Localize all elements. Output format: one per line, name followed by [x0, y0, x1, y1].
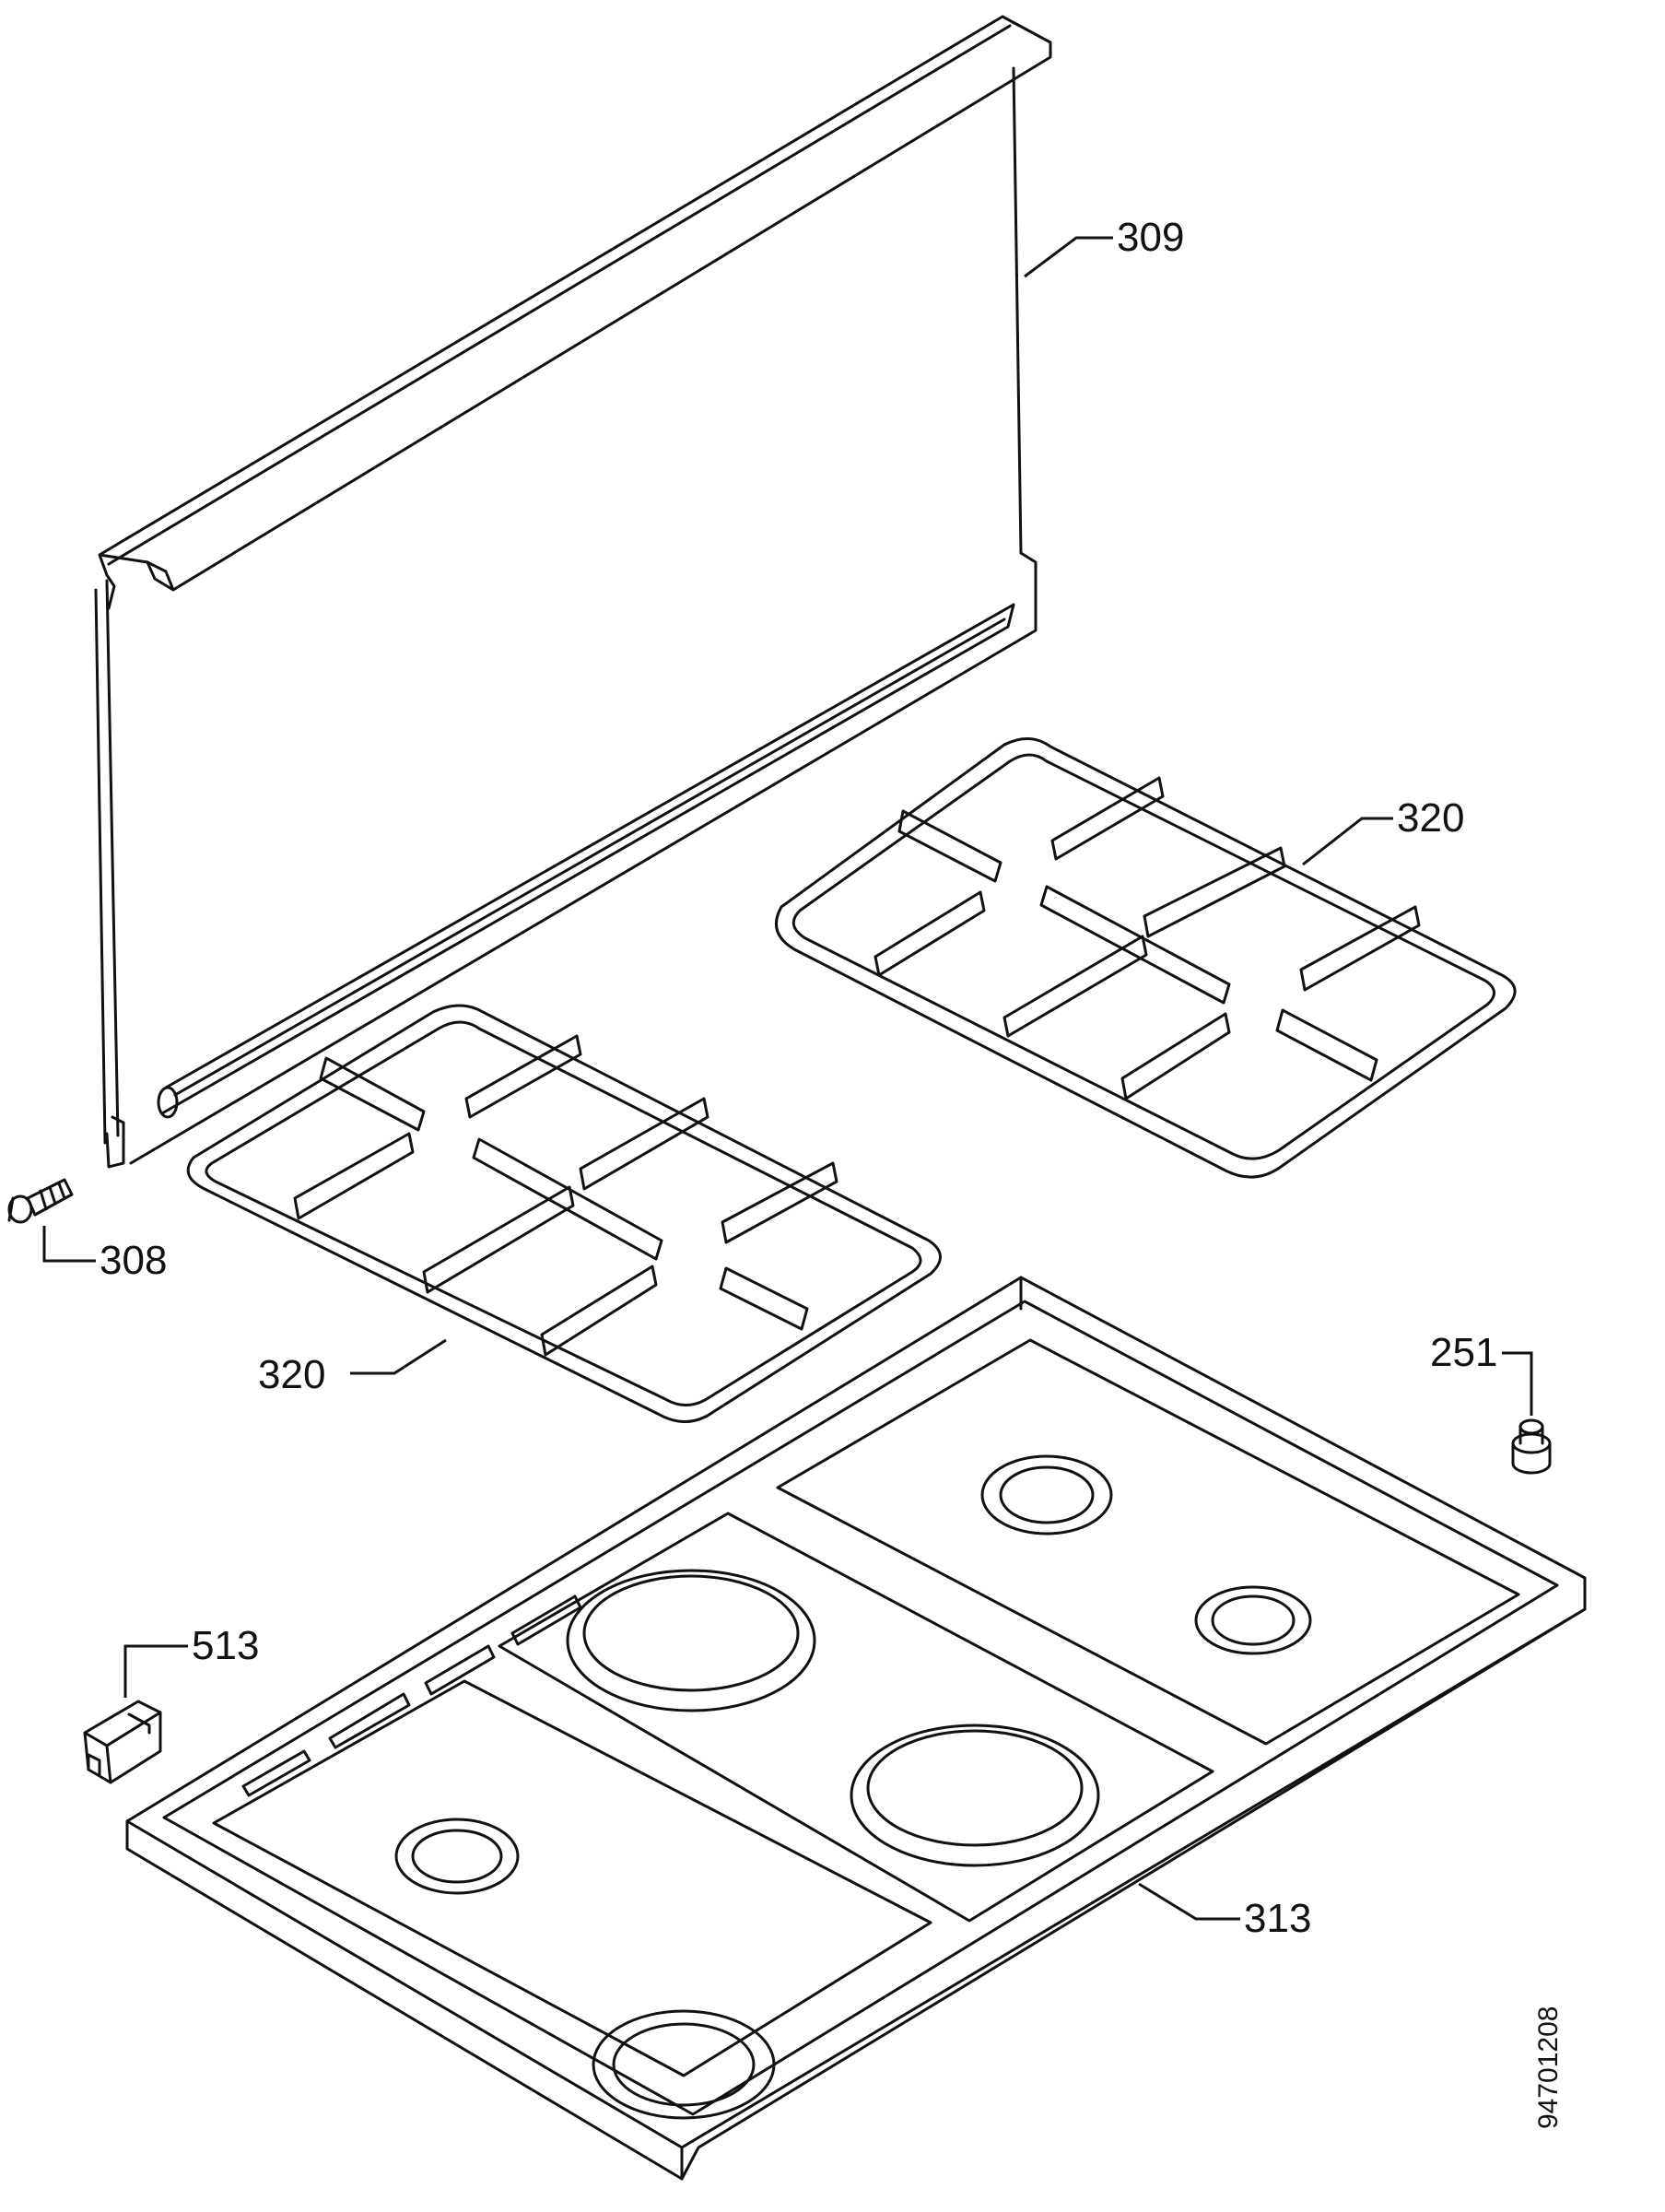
- clip-513: [83, 1700, 162, 1784]
- pan-support-left-320: [186, 1004, 942, 1423]
- callout-513: 513: [123, 1623, 259, 1698]
- foot-251: [1511, 1418, 1552, 1475]
- callout-309: 309: [1024, 215, 1184, 278]
- callout-320-left-label: 320: [258, 1352, 325, 1397]
- callout-308-label: 308: [100, 1238, 167, 1283]
- callout-513-label: 513: [192, 1623, 259, 1668]
- callout-309-label: 309: [1117, 215, 1184, 260]
- callout-320-right-label: 320: [1397, 795, 1464, 841]
- callout-251: 251: [1430, 1330, 1533, 1416]
- screw-308: [7, 1178, 74, 1224]
- back-panel-309: [94, 15, 1052, 1169]
- pan-support-right-320: [774, 737, 1517, 1179]
- callout-308: 308: [42, 1226, 167, 1283]
- callout-251-label: 251: [1430, 1330, 1497, 1375]
- document-number: 94701208: [1533, 2006, 1564, 2129]
- hotplate-top-313: [125, 1276, 1587, 2181]
- callout-313: 313: [1138, 1882, 1311, 1941]
- callout-320-right: 320: [1302, 795, 1464, 866]
- callout-320-left: 320: [258, 1338, 447, 1397]
- callout-313-label: 313: [1244, 1896, 1311, 1941]
